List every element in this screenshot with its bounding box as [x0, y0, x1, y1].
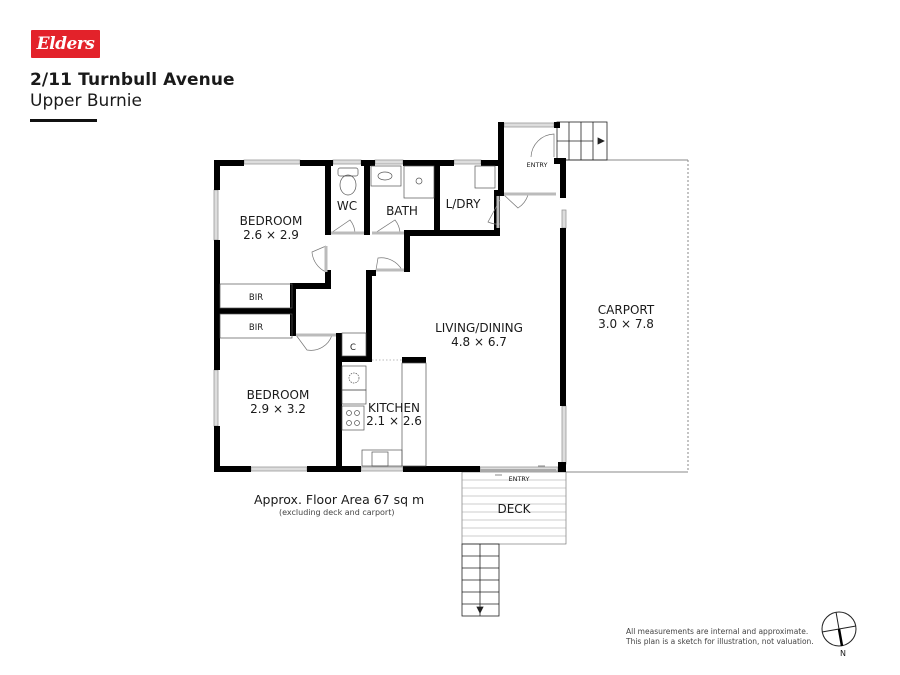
logo-text: Elders [36, 34, 95, 54]
deck-label: DECK [497, 502, 531, 516]
entry-deck-label: ENTRY [508, 475, 529, 483]
address-line2: Upper Burnie [30, 91, 142, 111]
header-rule [30, 119, 97, 122]
disclaimer: All measurements are internal and approx… [626, 627, 814, 647]
entry-stairs [556, 121, 608, 161]
carport-label: CARPORT [598, 303, 655, 317]
bedroom2-dims: 2.9 × 3.2 [250, 402, 306, 416]
living-dining-label: LIVING/DINING [435, 321, 523, 335]
kitchen-label: KITCHEN [368, 401, 420, 415]
bir1-label: BIR [249, 293, 263, 303]
compass-north-label: N [840, 649, 846, 658]
carport-dims: 3.0 × 7.8 [598, 317, 654, 331]
floor-area-note: (excluding deck and carport) [279, 508, 395, 517]
bedroom1-label: BEDROOM [240, 214, 303, 228]
bath-label: BATH [386, 204, 418, 218]
kitchen-dims: 2.1 × 2.6 [366, 414, 422, 428]
elders-logo: Elders [31, 30, 100, 58]
bedroom2-label: BEDROOM [247, 388, 310, 402]
compass-icon: N [821, 611, 857, 658]
living-dining-dims: 4.8 × 6.7 [451, 335, 507, 349]
entry-top-label: ENTRY [526, 161, 547, 169]
bedroom1-dims: 2.6 × 2.9 [243, 228, 299, 242]
fixtures [219, 165, 496, 467]
disclaimer-line2: This plan is a sketch for illustration, … [626, 637, 814, 646]
deck [461, 471, 567, 545]
deck-stairs [461, 543, 500, 617]
doors [295, 133, 556, 476]
bir2-label: BIR [249, 323, 263, 333]
address-line1: 2/11 Turnbull Avenue [30, 70, 235, 90]
laundry-label: L/DRY [446, 197, 482, 211]
closet-label: C [350, 343, 356, 353]
disclaimer-line1: All measurements are internal and approx… [626, 627, 809, 636]
floor-area-title: Approx. Floor Area 67 sq m [254, 492, 425, 507]
wc-label: WC [337, 199, 357, 213]
